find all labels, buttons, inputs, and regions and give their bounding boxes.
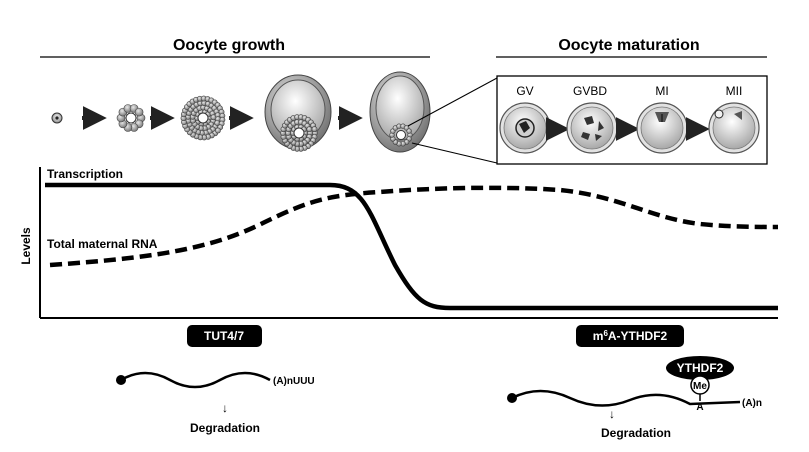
growth-title: Oocyte growth: [173, 37, 285, 54]
rna-strand-right: [511, 389, 741, 407]
stage-label-mii: MII: [726, 84, 743, 98]
oocyte-core: [197, 112, 209, 124]
zoom-line-top: [407, 77, 498, 127]
growth-stage-1: [51, 112, 63, 124]
tut47-pill: TUT4/7: [187, 325, 262, 347]
tut47-label: TUT4/7: [204, 329, 244, 343]
stage-label-gvbd: GVBD: [573, 84, 607, 98]
m6a-ythdf2-label: m6A-YTHDF2: [593, 329, 668, 344]
oocyte-core: [125, 112, 137, 124]
m6a-ythdf2-pill: m6A-YTHDF2: [576, 325, 684, 347]
y-axis-label: Levels: [19, 227, 33, 265]
oocyte-gvbd: [566, 102, 618, 154]
stage-label-mi: MI: [655, 84, 668, 98]
stage-label-gv: GV: [516, 84, 533, 98]
cumulus-cell: [406, 128, 412, 134]
maternal-rna-label: Total maternal RNA: [47, 237, 158, 251]
ythdf2-label: YTHDF2: [677, 361, 724, 375]
me-label: Me: [693, 381, 707, 392]
oocyte-gv: [499, 102, 551, 154]
granulosa-cell: [134, 107, 144, 117]
zoom-line-bottom: [411, 142, 498, 164]
rna-strand-left: [120, 371, 271, 389]
m6a-rest: A-YTHDF2: [608, 329, 668, 343]
growth-stage-4: [264, 74, 332, 152]
maturation-title: Oocyte maturation: [558, 37, 699, 54]
maternal-rna-curve: [49, 185, 779, 268]
degradation-right: Degradation: [601, 426, 671, 440]
oocyte-core: [396, 130, 406, 140]
oocyte-core: [293, 127, 305, 139]
down-arrow-right: ↓: [609, 407, 615, 421]
m6a-m: m: [593, 329, 604, 343]
cumulus-cell: [311, 126, 318, 133]
polya-tail: (A)n: [742, 398, 762, 409]
adenosine-label: A: [696, 402, 703, 413]
polyu-tail: (A)nUUU: [273, 376, 315, 387]
transcription-curve: [45, 182, 778, 311]
ythdf2-rna: YTHDF2 Me A (A)n ↓ Degradation: [507, 356, 762, 440]
down-arrow-left: ↓: [222, 401, 228, 415]
oocyte-mii: [708, 102, 760, 154]
m6a-sup: 6: [603, 329, 608, 338]
growth-stage-2: [116, 104, 146, 132]
growth-stage-5: [369, 71, 431, 153]
growth-stage-3: [180, 95, 226, 141]
granulosa-cell: [215, 127, 221, 134]
oocyte-mi: [636, 102, 688, 154]
tut47-rna: (A)nUUU ↓ Degradation: [116, 371, 315, 435]
ythdf2-bubble: [666, 356, 734, 380]
transcription-label: Transcription: [47, 167, 123, 181]
degradation-left: Degradation: [190, 421, 260, 435]
